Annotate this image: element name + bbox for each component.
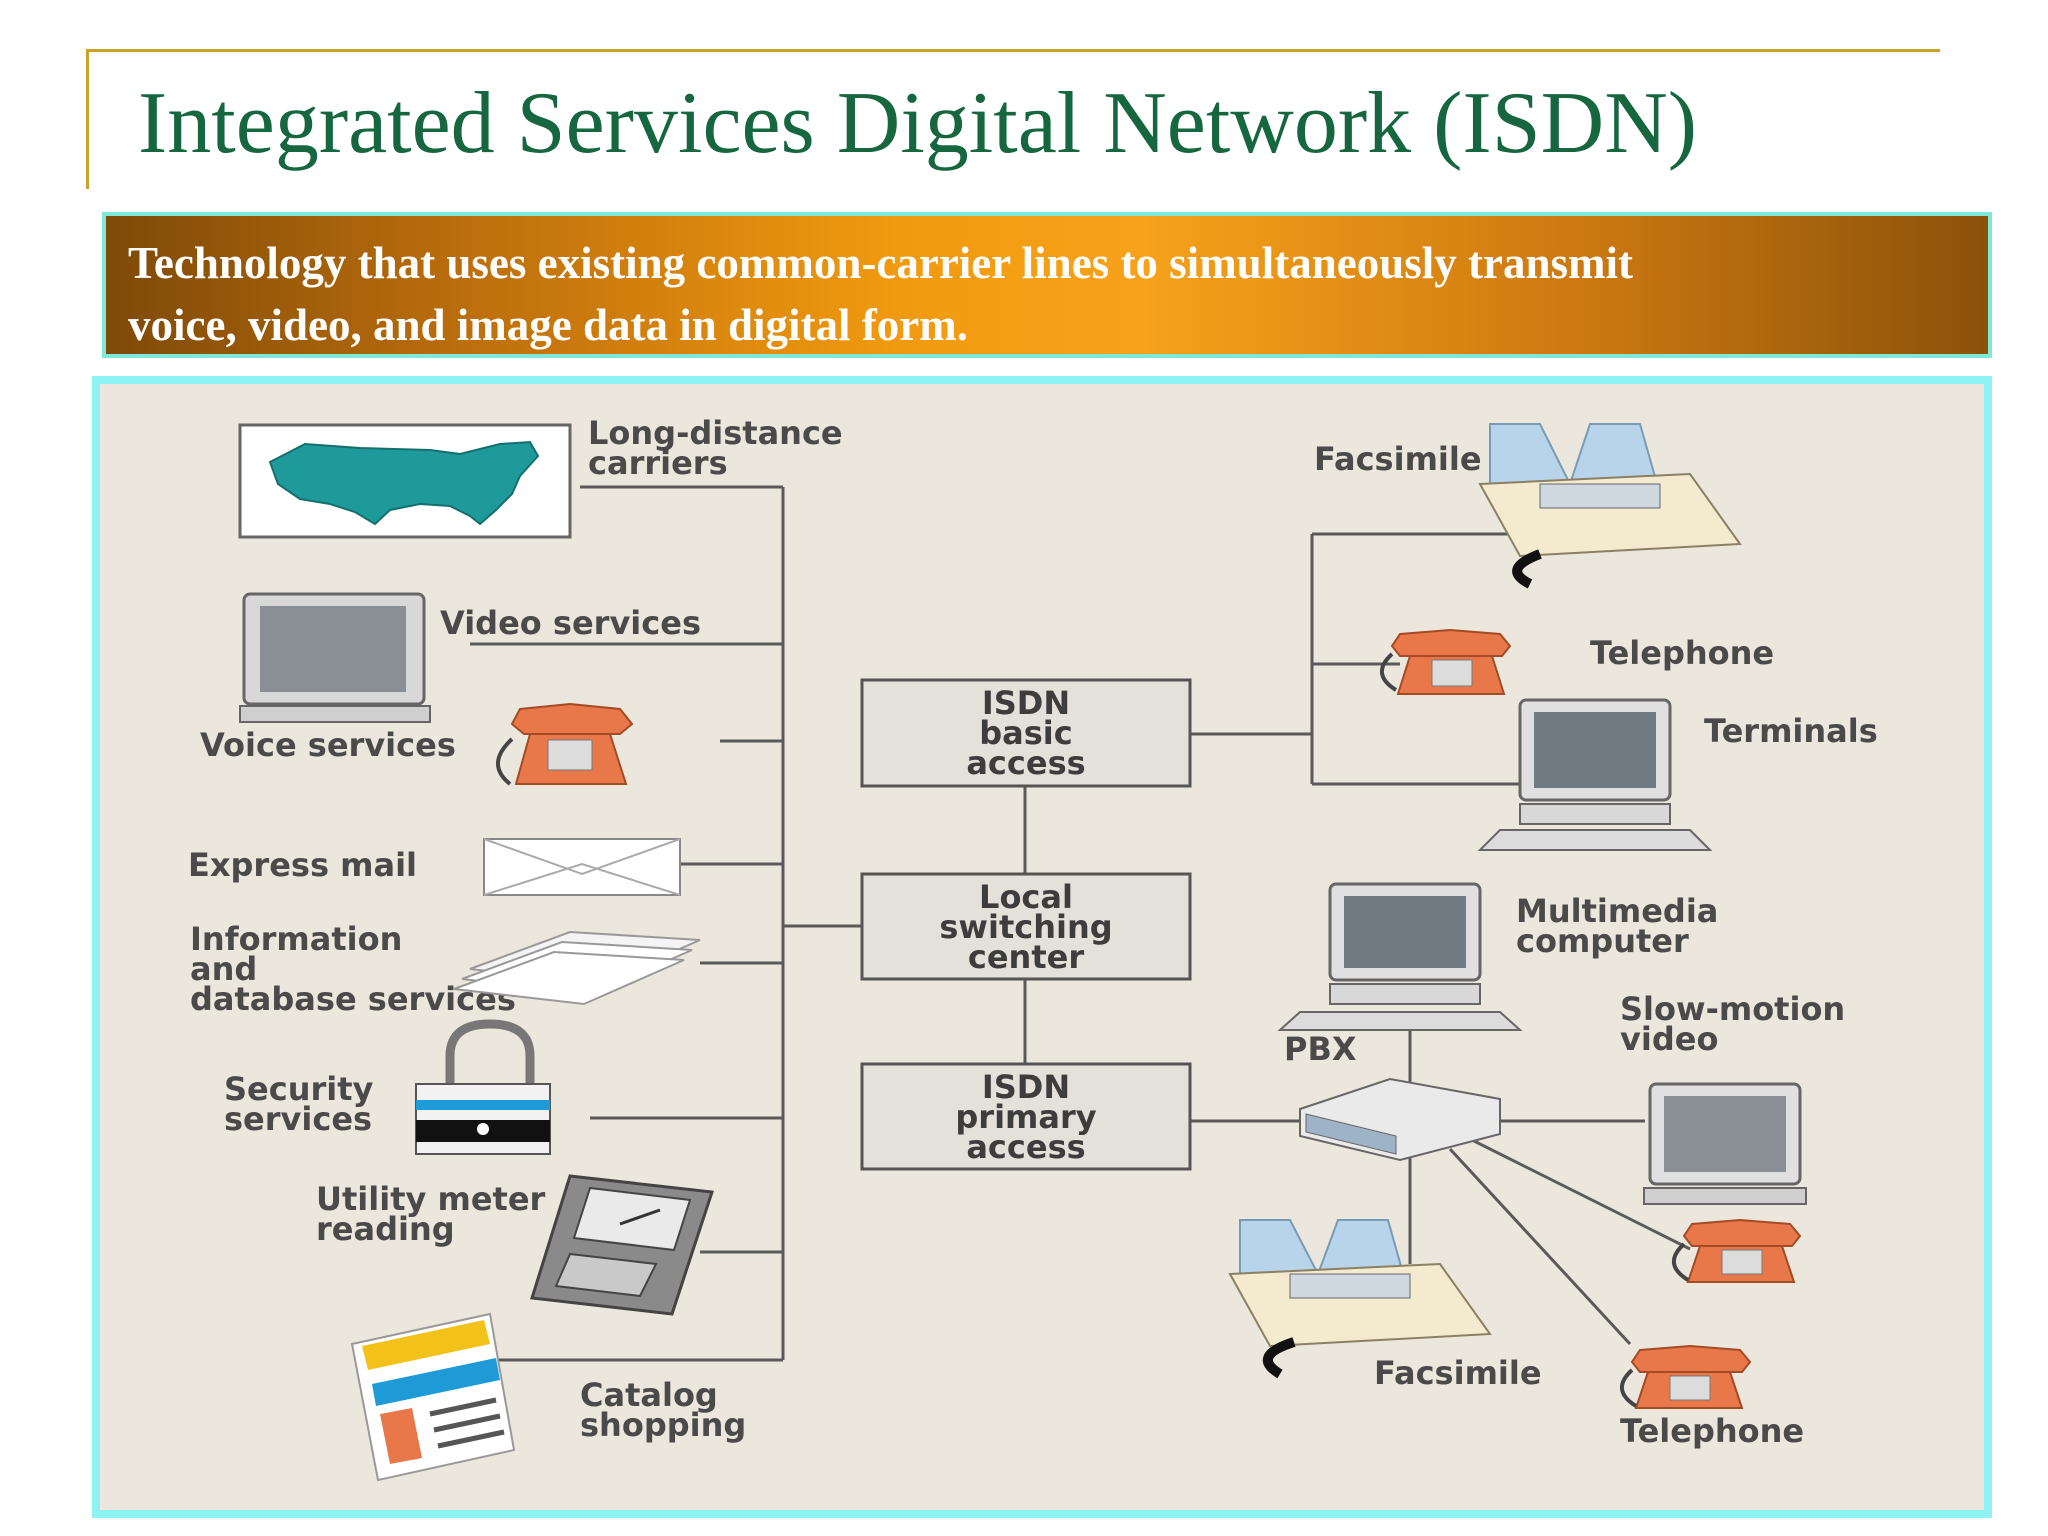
basic-access-label-2: basic (979, 714, 1072, 752)
facsimile-bottom-label: Facsimile (1374, 1354, 1542, 1392)
isdn-basic-access-box: ISDN basic access (860, 678, 1192, 788)
paper-stack-icon (453, 930, 701, 1006)
local-switching-label-1: Local (979, 878, 1073, 916)
video-monitor-icon (239, 592, 431, 723)
title-rule-top (86, 49, 1940, 52)
meter-reader-icon (530, 1174, 714, 1316)
primary-access-label-3: access (966, 1128, 1085, 1166)
terminals-label: Terminals (1704, 712, 1878, 750)
pbx-unit-icon (1299, 1077, 1501, 1162)
us-map-icon (238, 423, 572, 539)
telephone-icon (1380, 628, 1512, 695)
utility-label-1: Utility meter (316, 1180, 546, 1218)
catalog-icon (350, 1312, 516, 1482)
telephone-icon (1620, 1344, 1752, 1409)
information-label-2: and (190, 950, 257, 988)
fax-machine-icon (1478, 423, 1742, 589)
long-distance-label-1: Long-distance (588, 414, 843, 452)
isdn-primary-access-box: ISDN primary access (860, 1062, 1192, 1171)
slow-motion-label-1: Slow-motion (1620, 990, 1845, 1028)
basic-access-label-3: access (966, 744, 1085, 782)
voice-services-label: Voice services (200, 726, 456, 764)
long-distance-label-2: carriers (588, 444, 728, 482)
definition-line-2: voice, video, and image data in digital … (128, 300, 968, 350)
local-switching-label-2: switching (939, 908, 1112, 946)
express-mail-label: Express mail (188, 846, 417, 884)
video-monitor-icon (1643, 1082, 1807, 1205)
definition-banner: Technology that uses existing common-car… (102, 212, 1992, 358)
telephone-icon (496, 702, 634, 786)
definition-line-1: Technology that uses existing common-car… (128, 238, 1633, 288)
envelope-icon (483, 838, 681, 896)
multimedia-computer-icon (1277, 882, 1523, 1031)
security-label-2: services (224, 1100, 372, 1138)
slow-motion-label-2: video (1620, 1020, 1718, 1058)
security-label-1: Security (224, 1070, 374, 1108)
connection-lines (470, 485, 1691, 1362)
telephone-icon (1672, 1218, 1802, 1283)
facsimile-top-label: Facsimile (1314, 440, 1482, 478)
primary-access-label-1: ISDN (982, 1068, 1070, 1106)
computer-terminal-icon (1477, 698, 1713, 851)
utility-label-2: reading (316, 1210, 455, 1248)
multimedia-label-1: Multimedia (1516, 892, 1718, 930)
slide-title: Integrated Services Digital Network (ISD… (138, 75, 1698, 172)
local-switching-center-box: Local switching center (860, 872, 1192, 981)
pbx-label: PBX (1284, 1030, 1357, 1068)
basic-access-label-1: ISDN (982, 684, 1070, 722)
diagram-canvas: ISDN basic access Local switching center… (188, 414, 1878, 1482)
multimedia-label-2: computer (1516, 922, 1689, 960)
primary-access-label-2: primary (955, 1098, 1096, 1136)
telephone-bottom-label: Telephone (1620, 1412, 1804, 1450)
video-services-label: Video services (440, 604, 701, 642)
telephone-top-label: Telephone (1590, 634, 1774, 672)
information-label-1: Information (190, 920, 402, 958)
catalog-label-2: shopping (580, 1406, 746, 1444)
isdn-diagram: ISDN basic access Local switching center… (92, 376, 1992, 1518)
padlock-icon (415, 1019, 551, 1155)
title-rule-left (86, 49, 89, 189)
fax-machine-icon (1228, 1219, 1492, 1379)
local-switching-label-3: center (968, 938, 1084, 976)
catalog-label-1: Catalog (580, 1376, 718, 1414)
